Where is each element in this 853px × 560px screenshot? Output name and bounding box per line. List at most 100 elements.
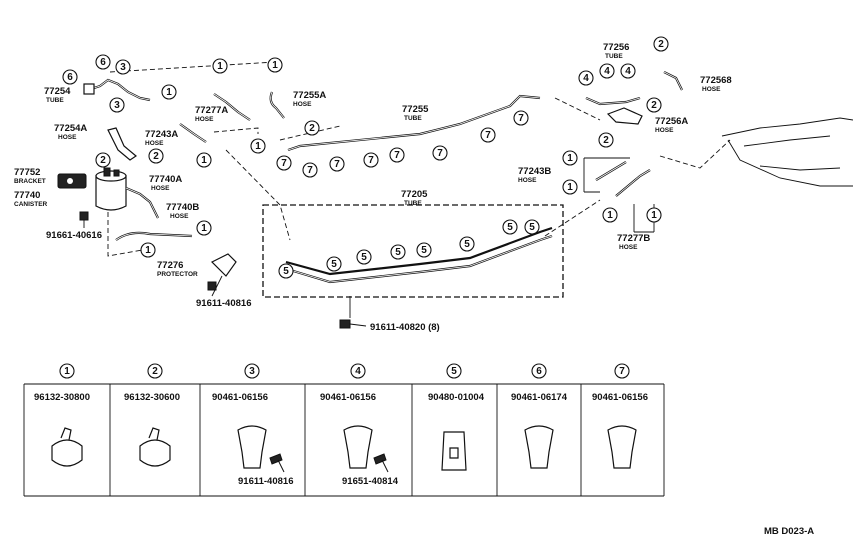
part-number-77256: 77256 — [603, 42, 629, 53]
part-name-77277b: HOSE — [619, 244, 638, 251]
part-number-77254a: 77254A — [54, 123, 87, 134]
callout-2-34: 2 — [646, 97, 662, 113]
callout-7-16: 7 — [329, 156, 345, 172]
svg-text:5: 5 — [361, 252, 367, 263]
part-number-91611-40816: 91611-40816 — [196, 298, 251, 309]
legend-extra-part-number: 91611-40816 — [238, 476, 293, 487]
svg-text:7: 7 — [394, 150, 400, 161]
part-name-77276: PROTECTOR — [157, 271, 198, 278]
svg-text:1: 1 — [201, 223, 207, 234]
callout-7-14: 7 — [276, 155, 292, 171]
callout-5-22: 5 — [278, 263, 294, 279]
svg-text:7: 7 — [437, 148, 443, 159]
svg-text:6: 6 — [67, 72, 73, 83]
callout-3-2: 3 — [115, 59, 131, 75]
callout-5-29: 5 — [524, 219, 540, 235]
part-number-77255a: 77255A — [293, 90, 326, 101]
part-77254a-hose[interactable] — [107, 127, 138, 161]
part-name-77277a: HOSE — [195, 116, 214, 123]
svg-text:3: 3 — [120, 62, 126, 73]
callout-5-27: 5 — [459, 236, 475, 252]
bolt-91611-40816[interactable] — [207, 281, 217, 291]
legend-callout-circle — [59, 363, 75, 379]
callout-1-7: 1 — [250, 138, 266, 154]
callout-5-23: 5 — [326, 256, 342, 272]
svg-text:1: 1 — [145, 245, 151, 256]
legend-part-illustration — [607, 425, 637, 469]
svg-text:7: 7 — [368, 155, 374, 166]
svg-text:5: 5 — [421, 245, 427, 256]
callout-1-12: 1 — [140, 242, 156, 258]
callout-1-4: 1 — [212, 58, 228, 74]
legend-callout-circle — [614, 363, 630, 379]
part-77256-tube[interactable] — [585, 96, 641, 106]
legend-column-7: 7 90461-06156 — [592, 363, 648, 469]
part-number-91661-40616: 91661-40616 — [46, 230, 102, 241]
svg-text:1: 1 — [567, 182, 573, 193]
svg-text:1: 1 — [217, 61, 223, 72]
callout-1-36: 1 — [562, 150, 578, 166]
part-number-772568: 772568 — [700, 75, 732, 86]
callout-5-24: 5 — [356, 249, 372, 265]
part-77255-tube[interactable] — [287, 94, 541, 152]
bolt-91611-40820[interactable] — [339, 319, 367, 329]
part-77243a-hose[interactable] — [179, 123, 207, 143]
part-number-77243a: 77243A — [145, 129, 178, 140]
callout-4-33: 4 — [620, 63, 636, 79]
legend-part-number: 90461-06156 — [592, 392, 648, 403]
legend-callout-circle — [531, 363, 547, 379]
callout-7-21: 7 — [513, 110, 529, 126]
part-77740a-hose[interactable] — [125, 186, 159, 219]
part-77752-bracket[interactable] — [57, 173, 87, 189]
part-number-77277b: 77277B — [617, 233, 650, 244]
part-number-77255: 77255 — [402, 104, 429, 115]
part-77276-protector[interactable] — [210, 253, 237, 297]
svg-text:1: 1 — [201, 155, 207, 166]
part-number-77205: 77205 — [401, 189, 428, 200]
callout-5-26: 5 — [416, 242, 432, 258]
part-name-772568: HOSE — [702, 86, 721, 93]
legend-part-number: 90461-06156 — [320, 392, 376, 403]
svg-text:2: 2 — [309, 123, 315, 134]
legend-callout-number: 7 — [619, 366, 625, 377]
callout-6-0: 6 — [62, 69, 78, 85]
svg-text:7: 7 — [485, 130, 491, 141]
callout-7-17: 7 — [363, 152, 379, 168]
svg-text:4: 4 — [583, 73, 589, 84]
legend-callout-circle — [446, 363, 462, 379]
svg-text:5: 5 — [529, 222, 535, 233]
legend-part-number: 90480-01004 — [428, 392, 485, 403]
part-number-77740: 77740 — [14, 190, 40, 201]
bolt-91661-40616[interactable] — [79, 211, 89, 228]
legend-bolt-illustration — [269, 453, 285, 473]
part-77256a-hose[interactable] — [606, 107, 643, 125]
part-77277b-hose[interactable] — [615, 169, 651, 197]
part-772568-hose[interactable] — [663, 71, 683, 91]
legend-callout-number: 6 — [536, 366, 542, 377]
callout-6-1: 6 — [95, 54, 111, 70]
legend-callout-number: 4 — [355, 366, 361, 377]
part-77277a-hose[interactable] — [213, 93, 251, 121]
callout-7-20: 7 — [480, 127, 496, 143]
legend-part-illustration — [343, 425, 373, 469]
callout-5-25: 5 — [390, 244, 406, 260]
part-77243b-hose[interactable] — [595, 161, 627, 181]
legend-part-number: 90461-06156 — [212, 392, 268, 403]
part-number-77740b: 77740B — [166, 202, 199, 213]
part-number-77277a: 77277A — [195, 105, 228, 116]
part-77254-tube[interactable] — [83, 78, 151, 102]
part-77205-tube[interactable] — [285, 226, 553, 284]
part-77740-canister[interactable] — [95, 167, 127, 211]
svg-text:2: 2 — [603, 135, 609, 146]
part-77255a-hose[interactable] — [269, 91, 285, 119]
fuel-tank-outline — [721, 117, 853, 187]
part-77740b-hose[interactable] — [115, 231, 193, 241]
callout-2-8: 2 — [304, 120, 320, 136]
part-name-77255: TUBE — [404, 115, 422, 122]
callout-7-19: 7 — [432, 145, 448, 161]
callout-1-38: 1 — [602, 207, 618, 223]
